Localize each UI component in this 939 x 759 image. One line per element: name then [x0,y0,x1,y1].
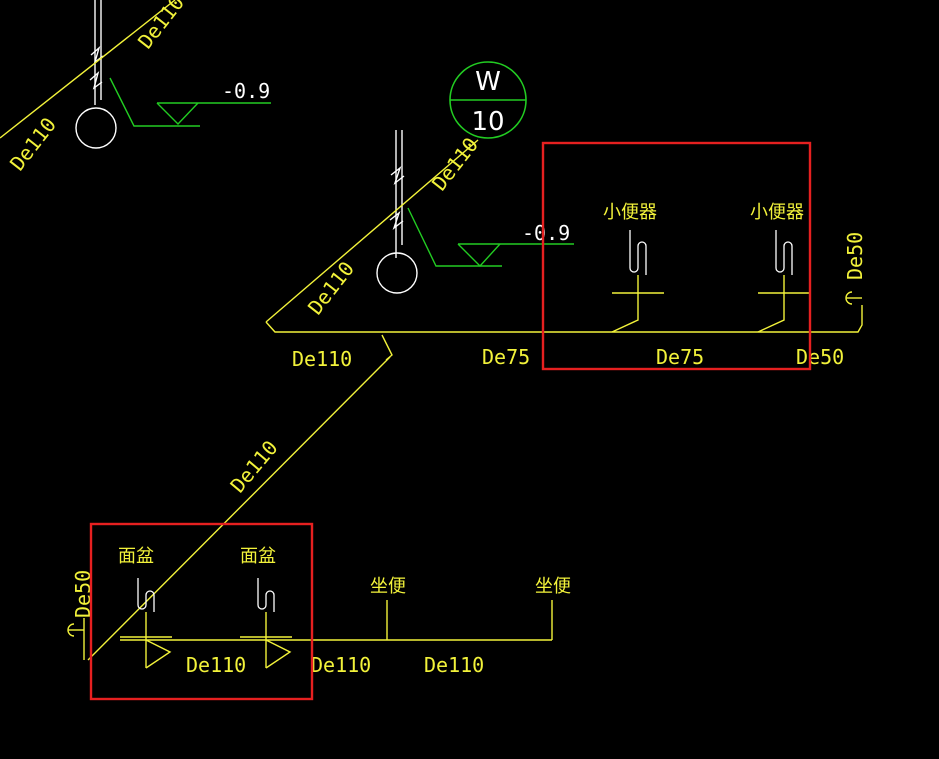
lower-branch-pipe [67,600,553,669]
trap-circle-icon [75,107,117,149]
top-left-riser [0,0,271,149]
upper-main-pipe [265,275,863,361]
pipe-break-symbol [90,45,104,64]
pipe-break-symbol [89,70,103,90]
fixture-label: 面盆 [240,546,276,567]
pipe-label: De110 [225,436,282,498]
pipe-label: De110 [133,0,189,53]
trap-circle-icon [376,252,418,294]
fixture-label: 面盆 [118,546,154,567]
pipe-label: De110 [424,653,484,677]
urinal-fixture [757,275,785,333]
highlight-box-urinals[interactable] [541,141,812,371]
connecting-diagonal-pipe [87,356,391,661]
pipe-label: De110 [5,113,61,175]
basin-fixture [145,639,172,669]
level-leader-line [109,77,200,127]
urinal-trap-symbols [629,230,793,275]
basin-trap-symbols [137,578,275,612]
pipe-label: De50 [843,232,867,280]
trap-icon [137,578,155,612]
pipe-number-marker [449,61,527,139]
pipe-break-symbol [381,334,393,361]
pipe-label: De110 [186,653,246,677]
pipe-label: De75 [482,345,530,369]
level-label: -0.9 [222,79,270,103]
level-mark-triangle [156,102,199,126]
level-label: -0.9 [522,221,570,245]
urinal-fixture [611,275,639,333]
trap-icon [257,578,275,612]
level-mark-triangle [457,243,501,268]
marker-letter: W [475,67,501,97]
pipe-break-symbol [389,211,404,230]
pipe-label: De110 [427,133,483,195]
trap-icon [775,230,793,275]
trap-icon [629,230,647,275]
pipe-break-symbol [390,166,405,185]
highlight-box-basins[interactable] [89,522,314,701]
fixture-label: 小便器 [603,202,657,223]
fixture-label: 坐便 [535,576,571,597]
fixture-label: 小便器 [750,202,804,223]
basin-fixture [265,639,292,669]
main-horizontal-pipe [265,305,863,333]
pipe-label: De75 [656,345,704,369]
fixture-label: 坐便 [370,576,406,597]
middle-riser [265,130,574,323]
pipe-label: De110 [292,347,352,371]
pipe-label: De50 [796,345,844,369]
diagonal-pipe [0,0,176,139]
marker-number: 10 [471,107,504,137]
diagonal-pipe [265,139,479,323]
pipe-label: De110 [311,653,371,677]
